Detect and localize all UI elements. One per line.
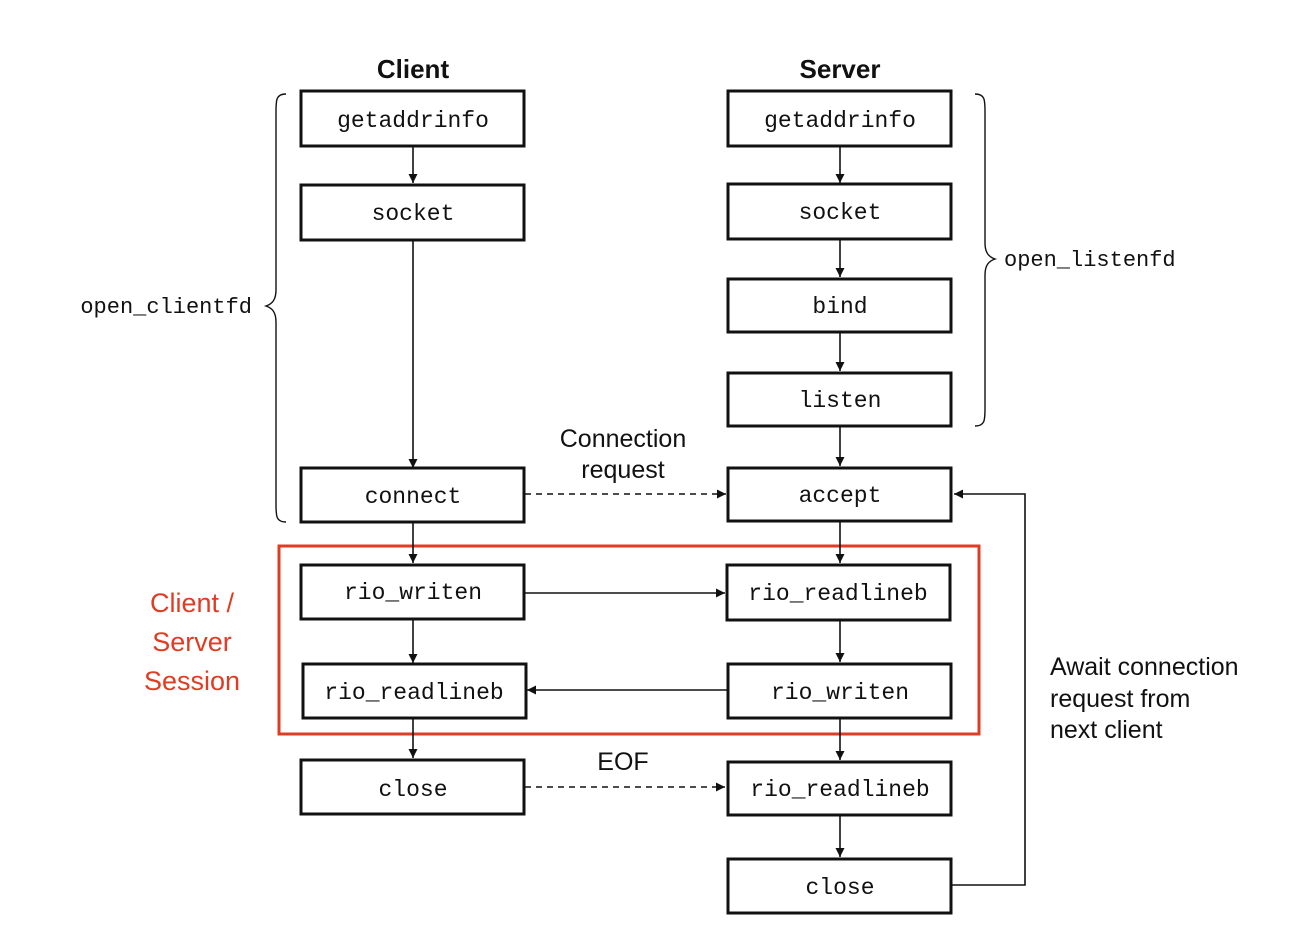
client-getaddrinfo-label: getaddrinfo — [337, 108, 489, 134]
client-connect-label: connect — [365, 484, 462, 510]
server-socket-box: socket — [726, 182, 953, 241]
server-rio-readlineb-box: rio_readlineb — [725, 563, 952, 622]
session-label-line-1: Client / — [150, 588, 235, 618]
server-listen-label: listen — [799, 388, 882, 414]
connection-request-label-line-2: request — [581, 456, 664, 484]
client-close-label: close — [378, 777, 447, 803]
client-close-box: close — [299, 758, 526, 816]
await-label-line-1: Await connection — [1050, 653, 1239, 681]
server-bind-box: bind — [726, 277, 953, 334]
open-listenfd-label: open_listenfd — [1004, 248, 1176, 273]
open-clientfd-brace — [263, 93, 287, 523]
session-highlight-box — [277, 544, 981, 736]
server-rio-writen-label: rio_writen — [771, 680, 909, 706]
await-next-client-loop-arrow — [952, 489, 1026, 886]
client-rio-writen-label: rio_writen — [344, 580, 482, 606]
server-close-label: close — [805, 875, 874, 901]
await-label-line-3: next client — [1050, 716, 1163, 744]
connection-request-label-line-1: Connection — [560, 425, 686, 453]
open-clientfd-label: open_clientfd — [80, 295, 252, 320]
server-rio-readlineb-eof-box: rio_readlineb — [726, 760, 953, 817]
session-label-line-3: Session — [144, 666, 240, 696]
client-column-header: Client — [377, 54, 450, 84]
server-getaddrinfo-box: getaddrinfo — [726, 89, 953, 148]
server-close-box: close — [726, 857, 953, 915]
client-socket-label: socket — [372, 201, 455, 227]
server-rio-readlineb-label: rio_readlineb — [748, 581, 927, 607]
server-rio-writen-box: rio_writen — [726, 662, 953, 720]
server-rio-readlineb-eof-label: rio_readlineb — [750, 777, 929, 803]
await-label-line-2: request from — [1050, 685, 1190, 713]
client-socket-box: socket — [299, 183, 526, 242]
client-rio-readlineb-label: rio_readlineb — [324, 680, 503, 706]
client-connect-box: connect — [299, 466, 526, 524]
eof-label: EOF — [597, 748, 648, 776]
server-accept-label: accept — [799, 483, 882, 509]
client-rio-writen-box: rio_writen — [299, 563, 526, 621]
server-accept-box: accept — [726, 466, 953, 523]
session-label-line-2: Server — [152, 627, 232, 657]
server-getaddrinfo-label: getaddrinfo — [764, 108, 916, 134]
server-bind-label: bind — [812, 294, 867, 320]
server-listen-box: listen — [726, 371, 953, 428]
server-socket-label: socket — [799, 200, 882, 226]
client-rio-readlineb-box: rio_readlineb — [301, 662, 528, 720]
open-listenfd-brace — [974, 93, 998, 427]
server-column-header: Server — [800, 54, 881, 84]
client-getaddrinfo-box: getaddrinfo — [299, 89, 526, 148]
